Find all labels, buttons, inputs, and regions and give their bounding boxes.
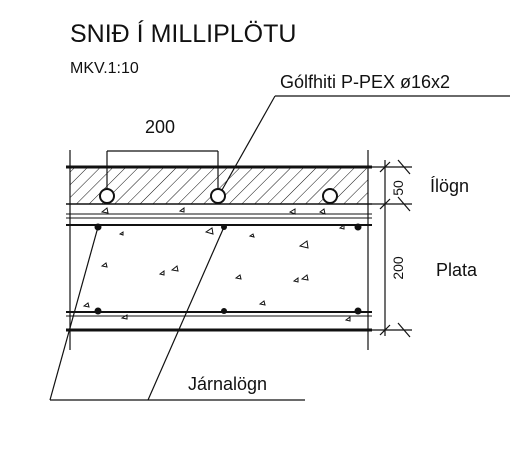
slab-label: Plata	[436, 260, 478, 280]
floor-heating-label: Gólfhiti P-PEX ø16x2	[280, 72, 450, 92]
rebar-label: Járnalögn	[188, 374, 267, 394]
slab-thickness-label: 200	[390, 256, 406, 280]
screed-thickness-label: 50	[390, 180, 406, 196]
heating-pipe	[99, 188, 115, 204]
pipe-spacing-label: 200	[145, 117, 175, 137]
drawing-title: SNIÐ Í MILLIPLÖTU	[70, 19, 296, 48]
heating-pipe	[322, 188, 338, 204]
thickness-dimension	[372, 159, 412, 338]
slab-layer	[66, 213, 372, 332]
rebar-dots	[94, 223, 362, 315]
concrete-aggregate	[82, 207, 351, 322]
heating-pipes	[99, 188, 338, 204]
screed-label: Ílögn	[430, 176, 469, 196]
rebar-leaders	[49, 226, 305, 401]
drawing-scale: MKV.1:10	[70, 60, 139, 77]
heating-pipe	[210, 188, 226, 204]
